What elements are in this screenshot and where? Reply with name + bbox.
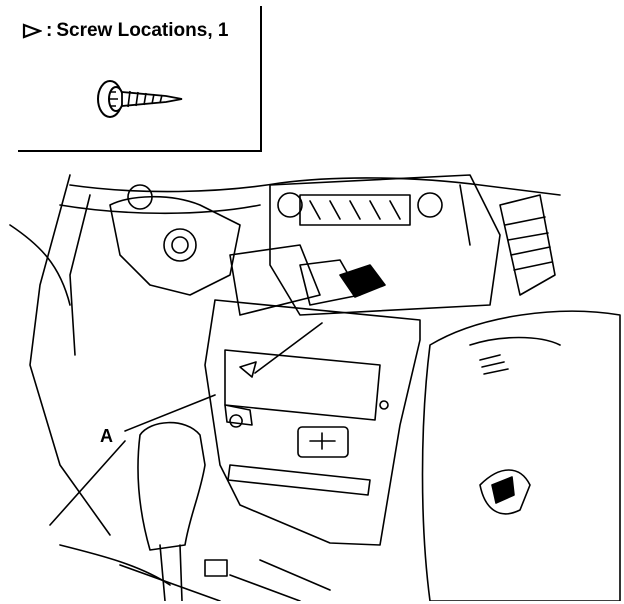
triangle-pointer-icon: [22, 23, 42, 39]
callout-a-label: A: [100, 426, 113, 446]
legend-text: Screw Locations, 1: [56, 20, 229, 41]
screw-icon: [97, 80, 183, 118]
legend-separator: :: [46, 20, 53, 41]
console-panel-illustration: [9, 174, 621, 601]
legend-box: [18, 6, 262, 152]
legend-title: : Screw Locations, 1: [22, 20, 228, 42]
